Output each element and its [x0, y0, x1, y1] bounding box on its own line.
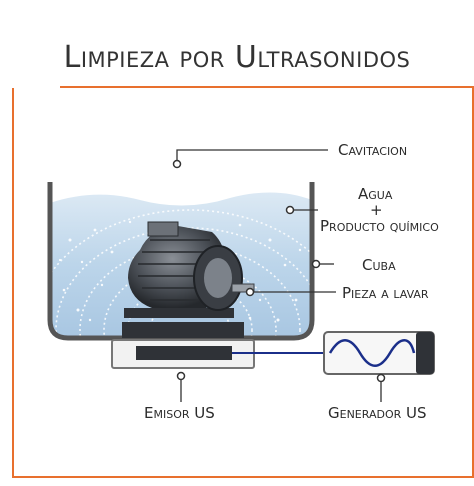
label-generador-us: Generador US	[328, 404, 427, 422]
page-title: Limpieza por Ultrasonidos	[63, 40, 411, 75]
frame-right-line	[472, 86, 474, 478]
frame-top-line	[60, 86, 474, 88]
label-agua: Agua	[358, 185, 393, 203]
leader-dots	[172, 159, 386, 383]
emitter	[111, 322, 255, 369]
label-producto-quimico: Producto químico	[320, 217, 439, 235]
bubbles	[58, 220, 302, 322]
frame-left-line	[12, 88, 14, 478]
frame-bottom-line	[12, 476, 474, 478]
generator	[323, 331, 435, 375]
label-emisor-us: Emisor US	[144, 404, 215, 422]
label-cavitacion: Cavitacion	[338, 141, 408, 159]
label-plus: +	[370, 201, 383, 219]
leader-lines	[176, 149, 382, 402]
label-pieza-a-lavar: Pieza a lavar	[342, 284, 429, 302]
motor-part	[124, 221, 255, 318]
label-cuba: Cuba	[362, 256, 396, 274]
